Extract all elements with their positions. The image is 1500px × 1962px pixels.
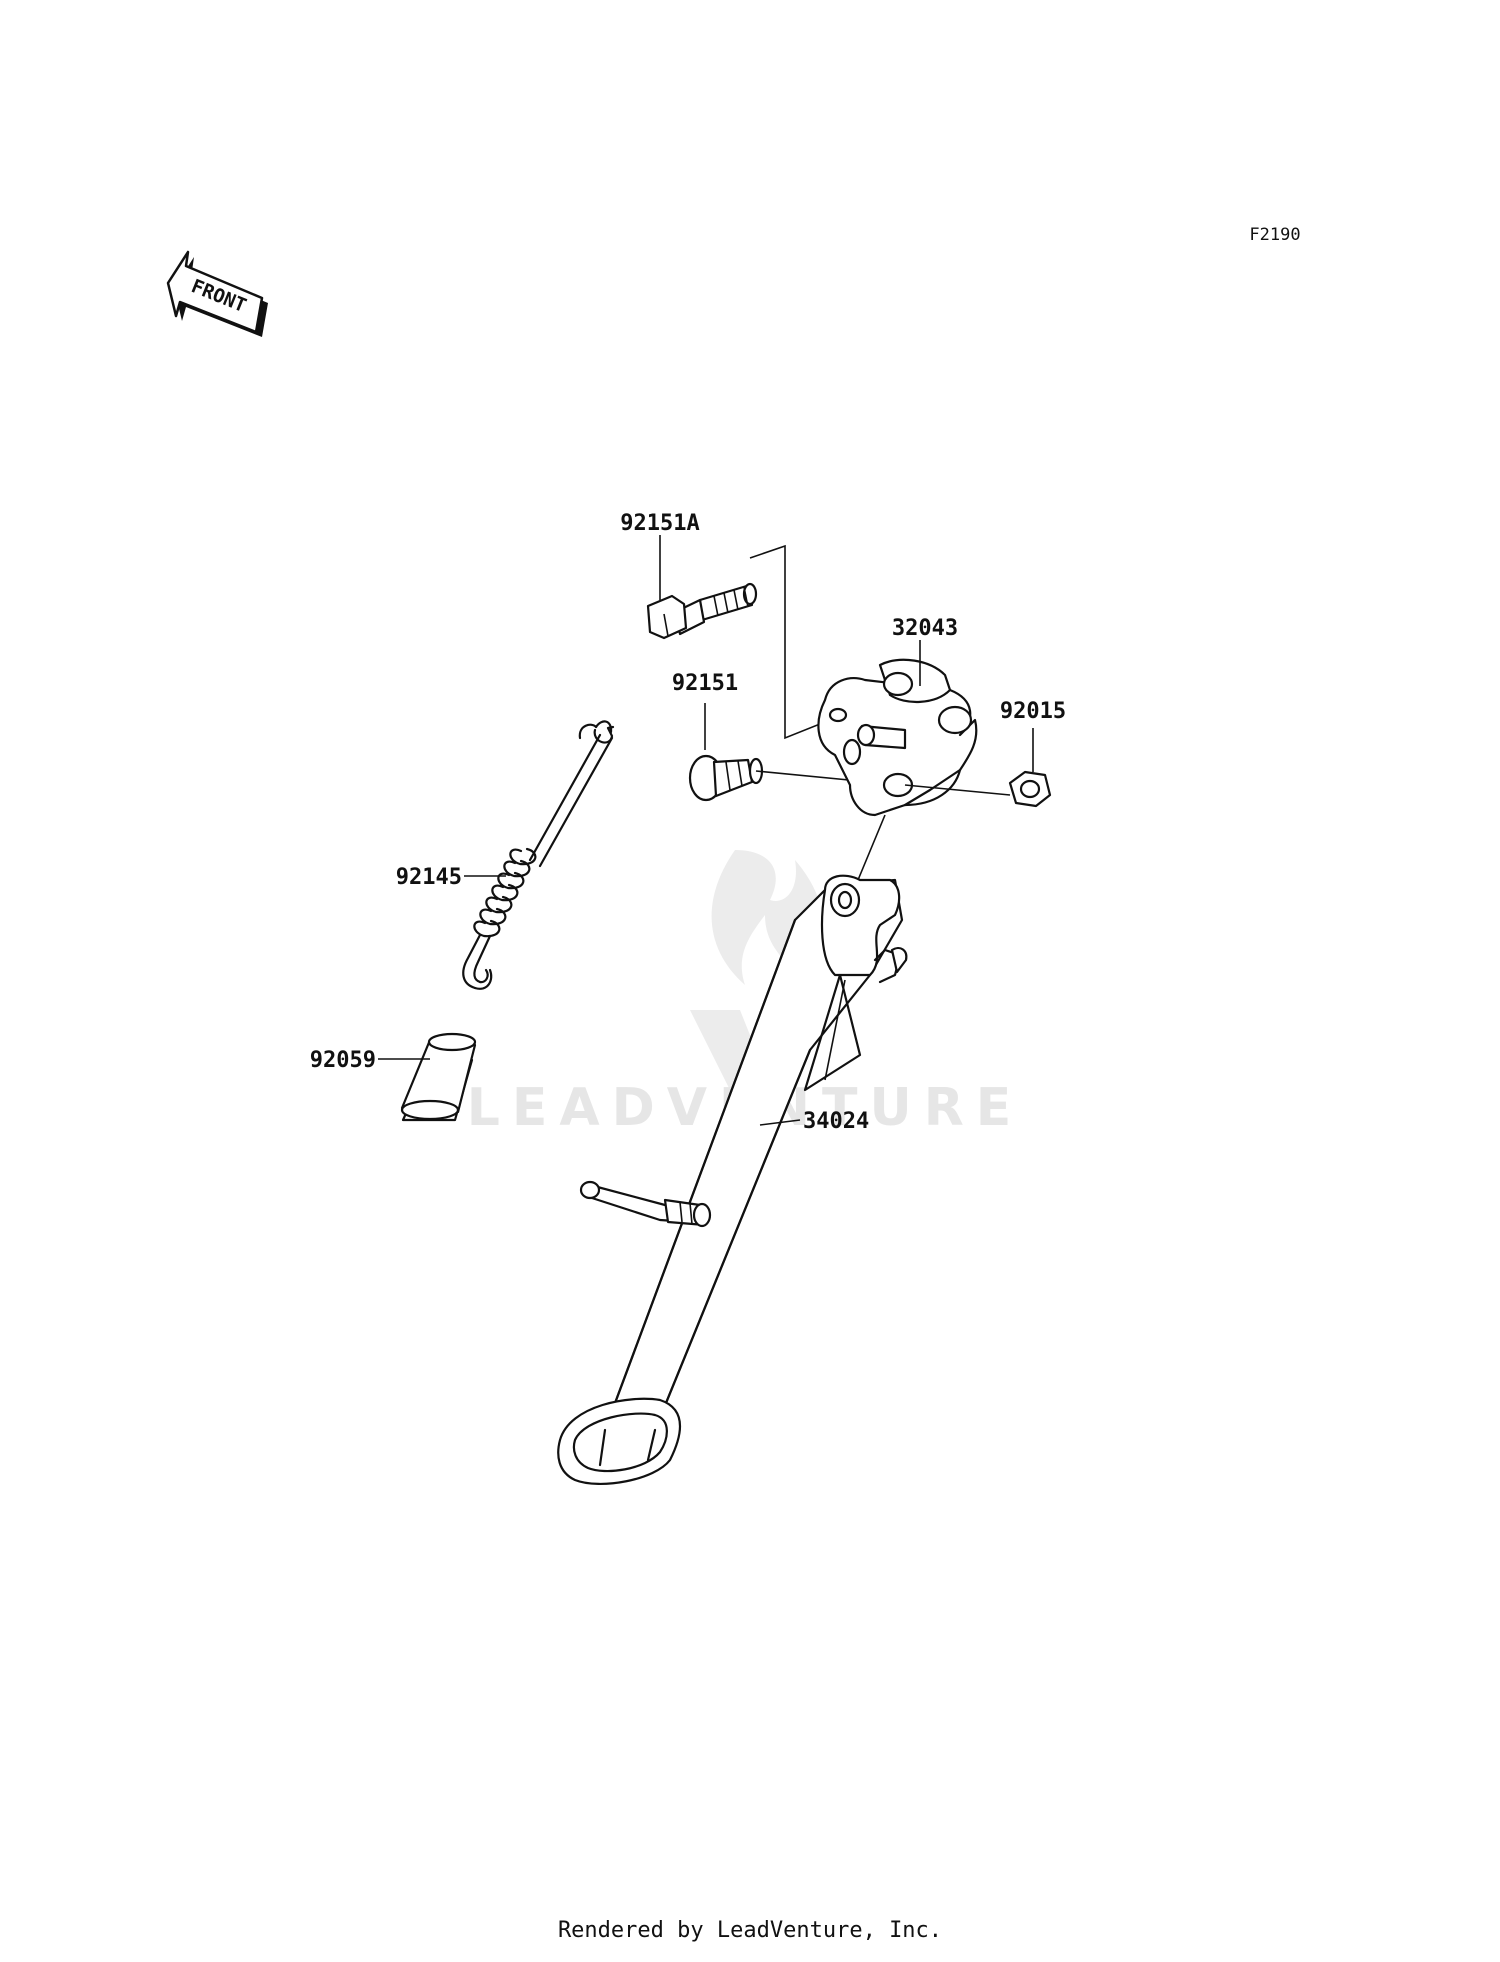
diagram-code: F2190 [1249, 225, 1300, 245]
collar-92059-drawing [400, 1032, 477, 1122]
part-label-92151[interactable]: 92151 [672, 671, 738, 696]
part-label-32043[interactable]: 32043 [892, 616, 958, 641]
front-arrow-icon: FRONT [166, 250, 268, 337]
bolt-92151-drawing [688, 754, 891, 802]
part-label-92151a[interactable]: 92151A [620, 511, 699, 536]
bracket-32043-drawing [817, 658, 1011, 817]
render-credit-footer: Rendered by LeadVenture, Inc. [557, 1918, 943, 1943]
side-stand-34024-drawing [557, 814, 908, 1486]
bolt-92151a-drawing [646, 582, 758, 640]
part-label-92015[interactable]: 92015 [1000, 699, 1066, 724]
part-label-92059[interactable]: 92059 [310, 1048, 376, 1073]
part-label-34024[interactable]: 34024 [803, 1109, 869, 1134]
spring-92145-drawing [462, 720, 615, 990]
nut-92015-drawing [1008, 770, 1052, 808]
spring-coils [473, 847, 537, 938]
part-label-92145[interactable]: 92145 [396, 865, 462, 890]
